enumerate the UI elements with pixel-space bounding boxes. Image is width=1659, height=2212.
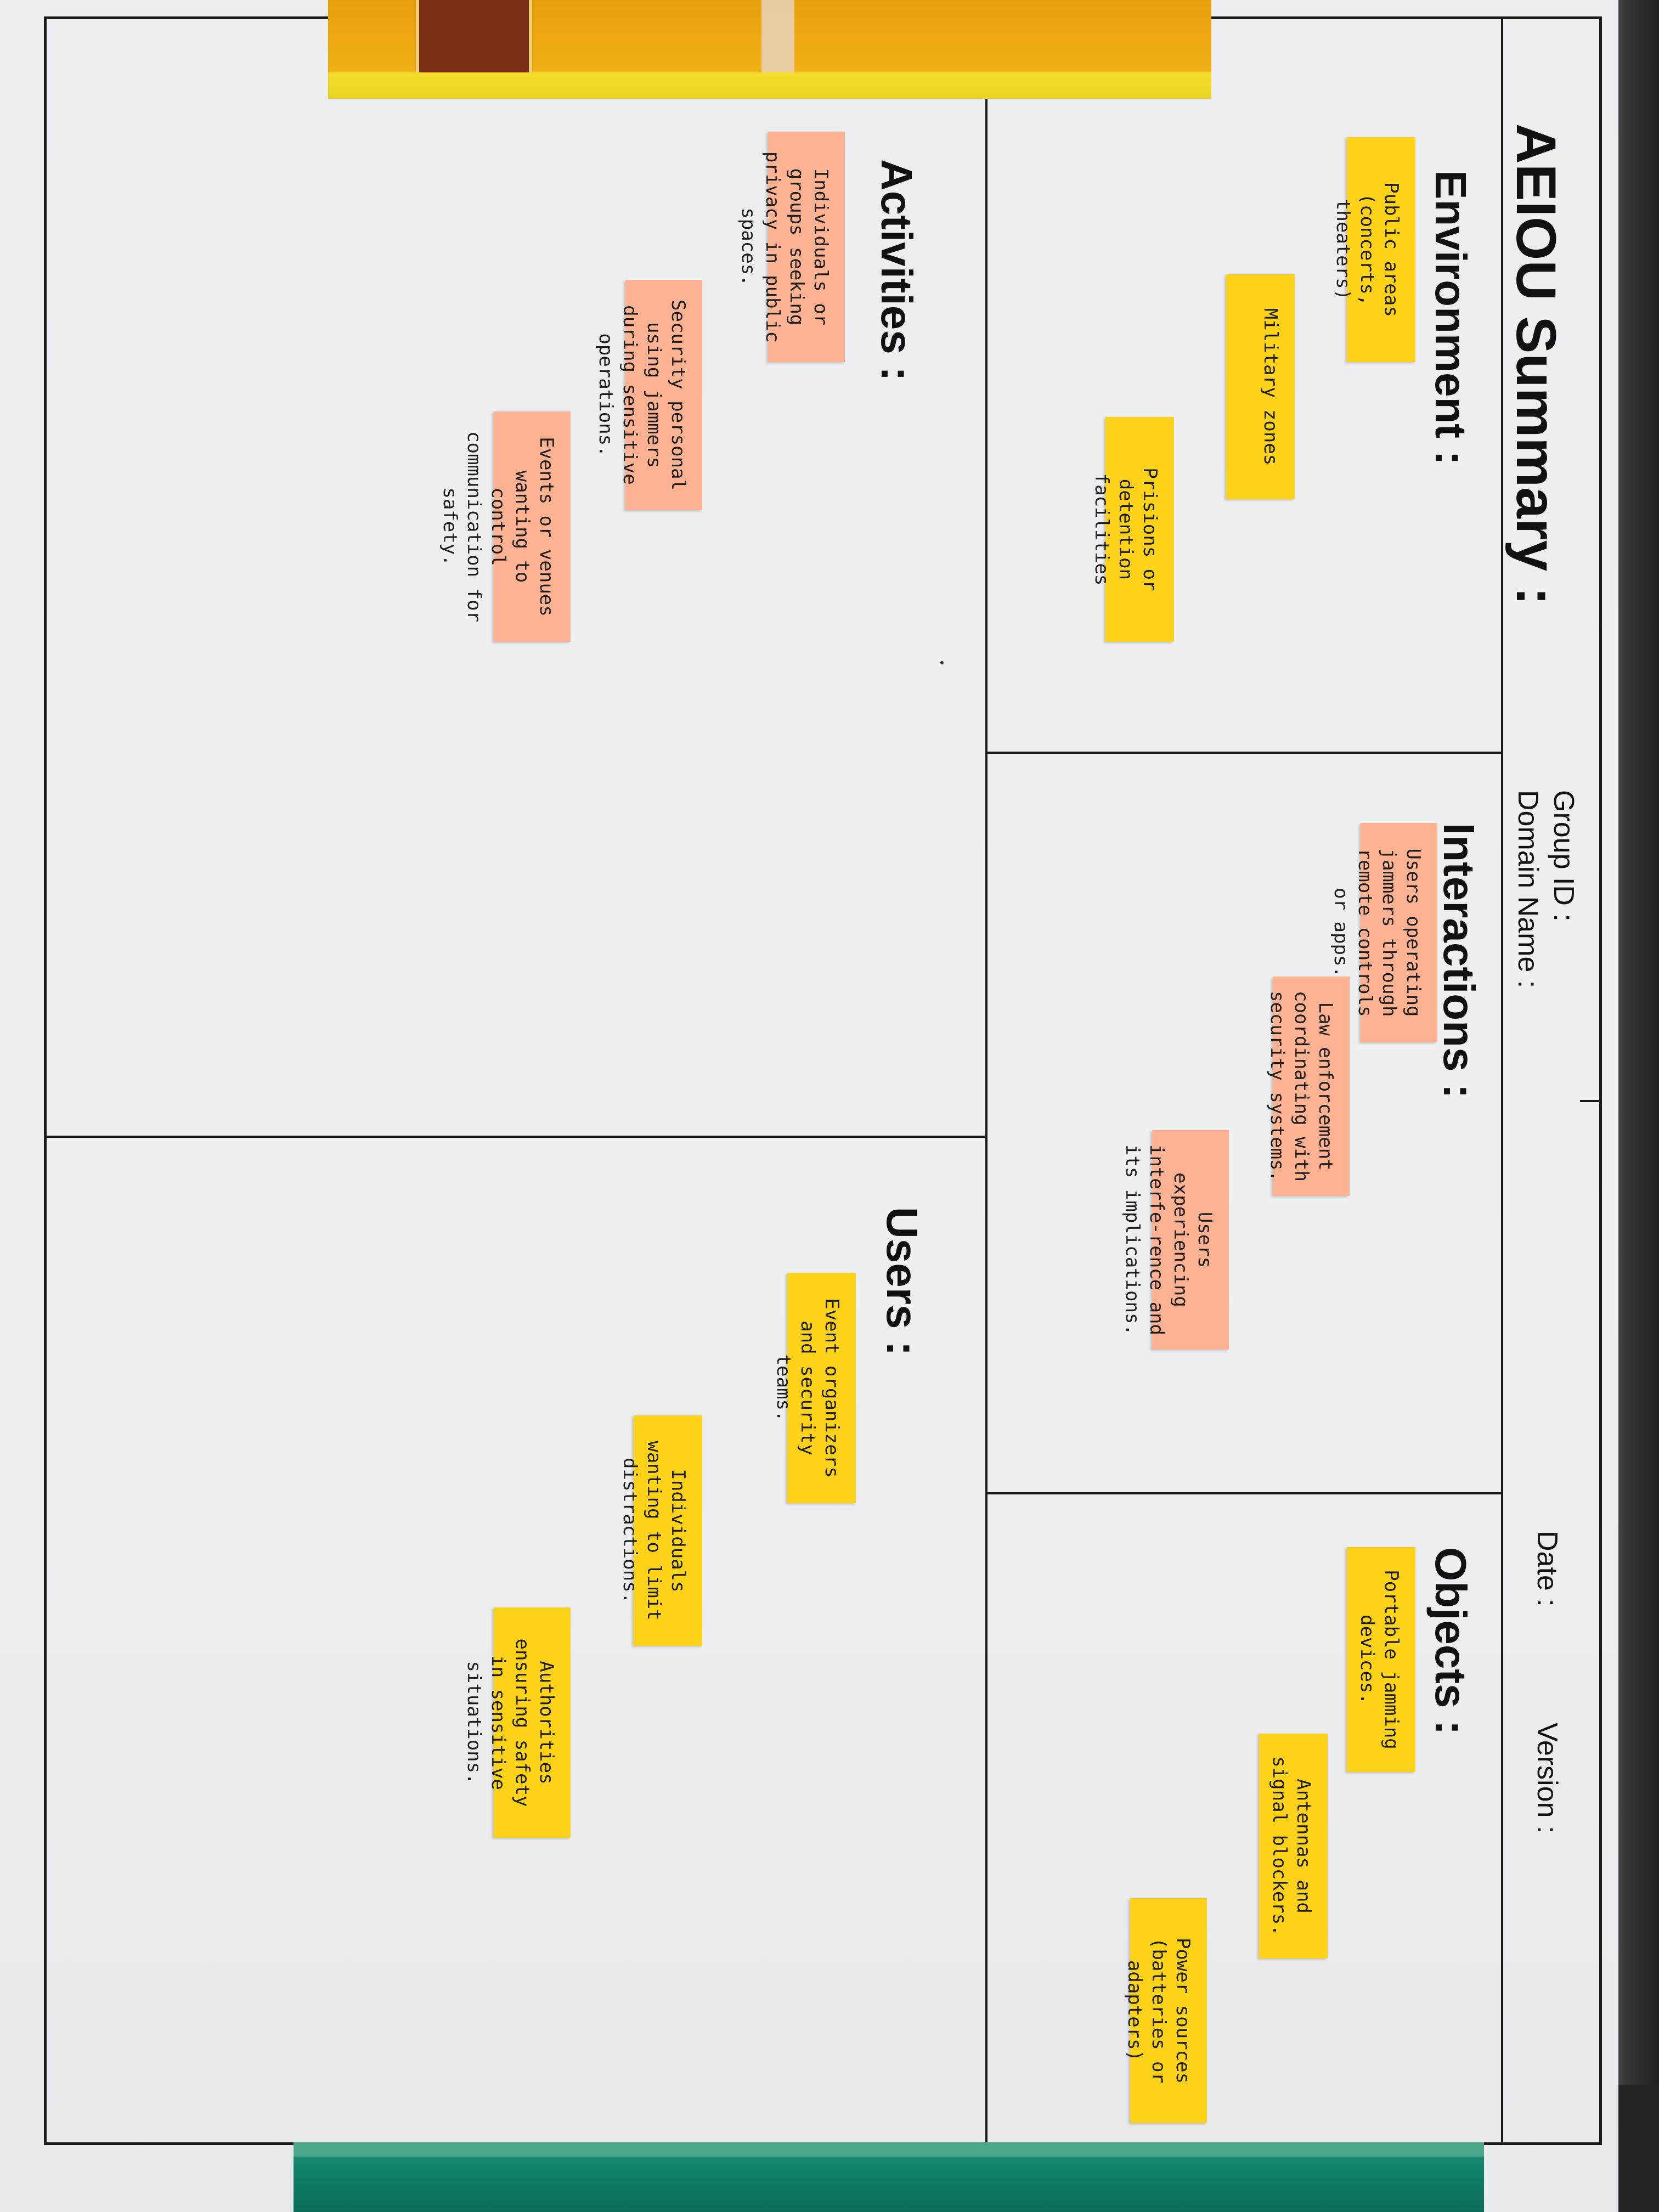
activities-title: Activities :	[872, 159, 921, 381]
book-edge	[294, 2142, 1484, 2157]
book-label	[416, 0, 532, 80]
sticky-note: Individuals wanting to limit distraction…	[619, 1415, 702, 1646]
sticky-note: Prisions or detention facilities	[1091, 417, 1174, 642]
sticky-note: Power sources (batteries or adapters)	[1124, 1898, 1207, 2123]
book-spine	[328, 72, 1211, 99]
users-title: Users :	[878, 1207, 927, 1356]
sticky-note: Law enforcement coordinating with securi…	[1266, 977, 1350, 1196]
column-divider-2	[988, 1492, 1503, 1494]
header-divider	[1501, 16, 1503, 2145]
aeiou-board: AEIOU Summary : Group ID : Domain Name :…	[33, 16, 1602, 2156]
date-label: Date :	[1531, 1531, 1563, 1607]
version-label: Version :	[1531, 1723, 1563, 1834]
sticky-note: Users experiencing interfe-rence and its…	[1121, 1130, 1229, 1350]
column-divider-1	[988, 752, 1503, 754]
sticky-note: Portable jamming devices.	[1347, 1547, 1415, 1772]
group-id-label: Group ID :	[1548, 790, 1579, 922]
sticky-note: Event organizers and security teams.	[772, 1273, 856, 1503]
column-divider-3	[44, 1136, 988, 1138]
objects-title: Objects :	[1426, 1547, 1475, 1735]
yellow-book	[328, 0, 1211, 99]
paper-sheet: AEIOU Summary : Group ID : Domain Name :…	[0, 0, 1618, 2212]
sticky-note: Authorities ensuring safety in sensitive…	[463, 1607, 571, 1838]
interactions-title: Interactions :	[1435, 823, 1483, 1099]
domain-name-label: Domain Name :	[1512, 790, 1544, 989]
sticky-note: Military zones	[1226, 274, 1295, 499]
book-tape	[761, 0, 794, 72]
sticky-note: Events or venues wanting to control comm…	[439, 411, 571, 642]
sticky-note: Individuals or groups seeking privacy in…	[737, 132, 845, 362]
green-book	[294, 2142, 1484, 2212]
sticky-note: Antennas and signal blockers.	[1259, 1734, 1328, 1959]
sticky-note: Security personal using jammers during s…	[595, 280, 702, 510]
environment-title: Environment :	[1426, 170, 1475, 465]
sticky-note: Public areas (concerts, theaters)	[1332, 137, 1415, 362]
board-title: AEIOU Summary :	[1505, 123, 1567, 606]
row-divider	[985, 16, 988, 2145]
pen-dot	[940, 661, 944, 664]
header-tick	[1580, 1100, 1602, 1102]
sticky-note: Users operating jammers through remote c…	[1330, 823, 1437, 1042]
